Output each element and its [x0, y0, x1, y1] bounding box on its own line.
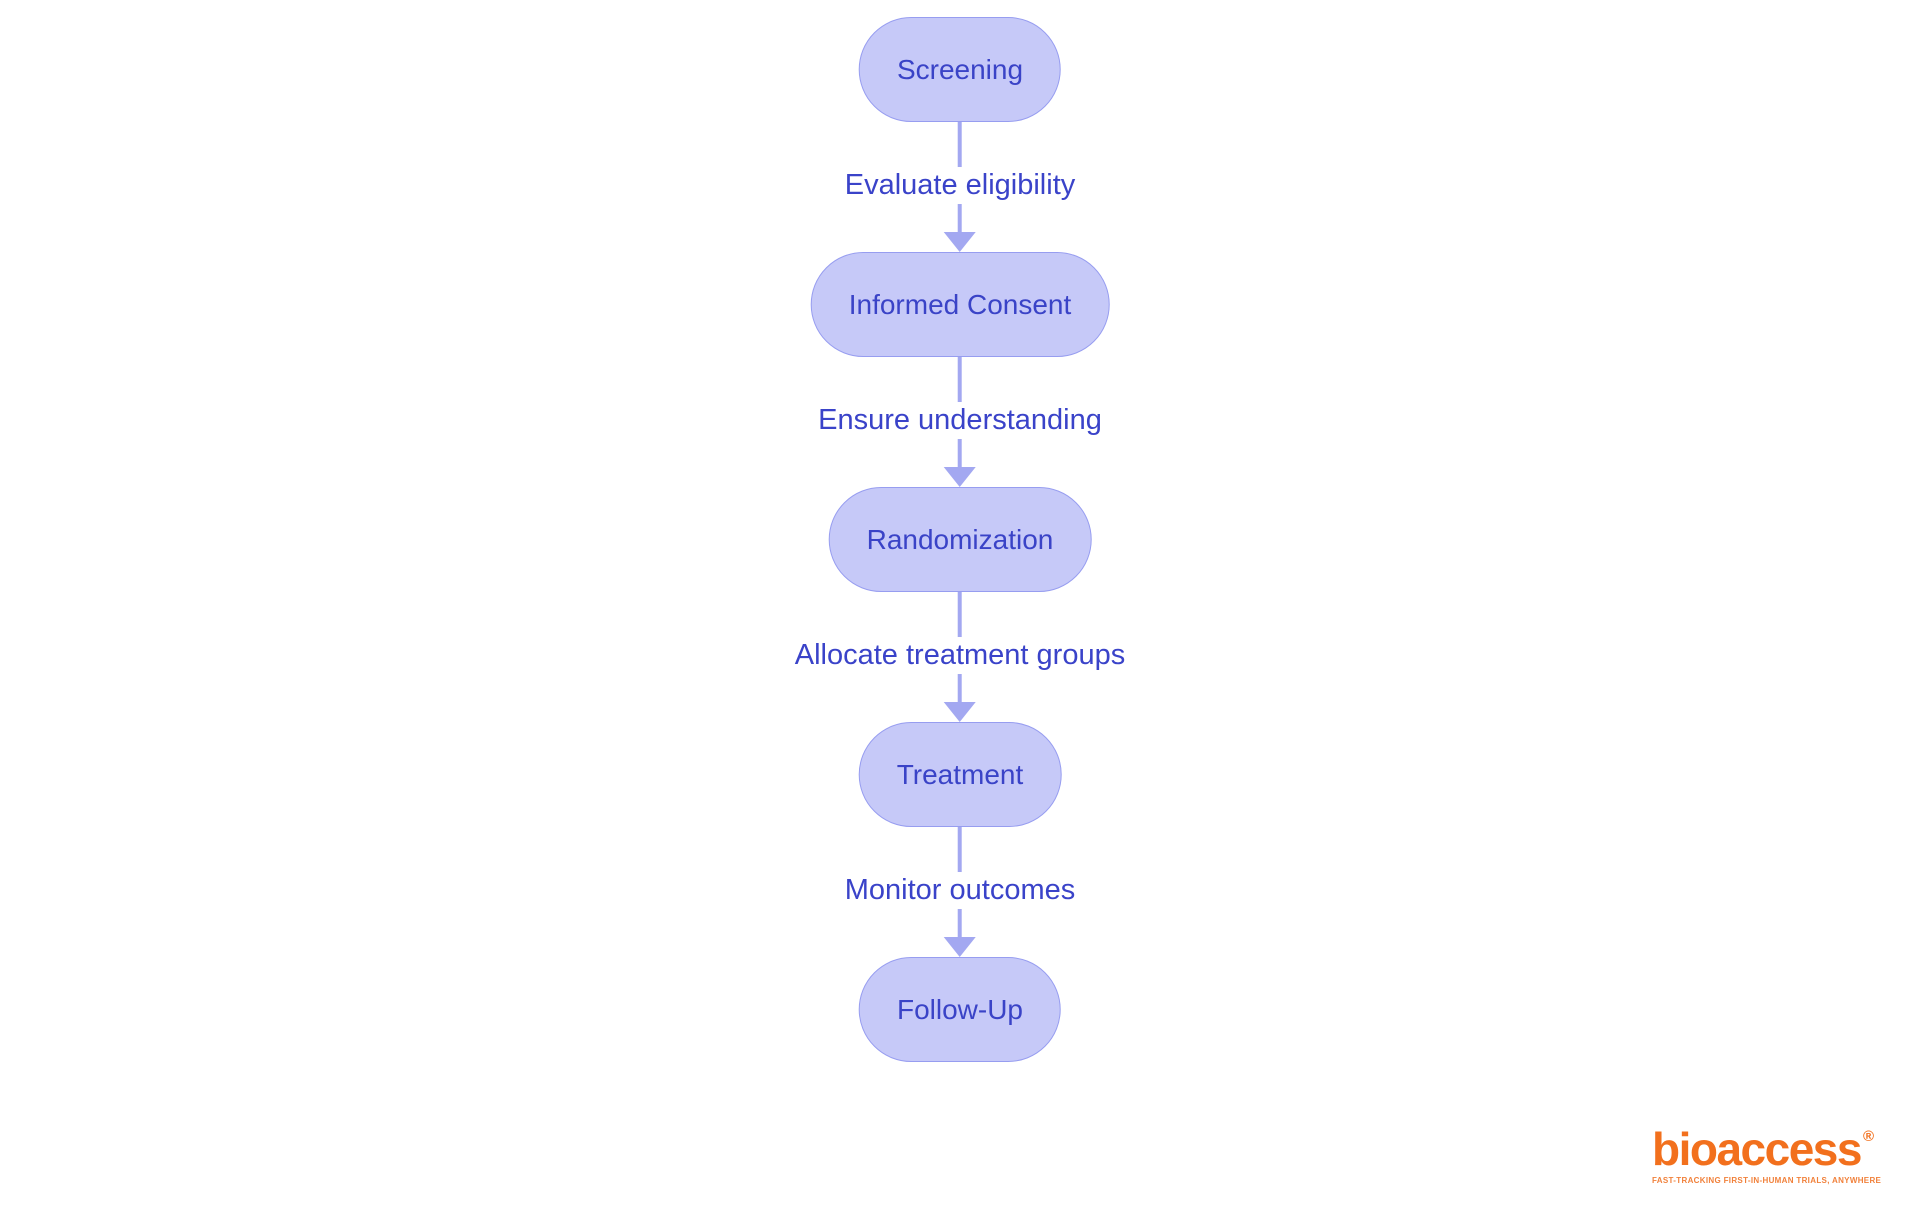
node-label: Screening — [896, 53, 1024, 85]
node-label: Treatment — [896, 758, 1024, 790]
registered-trademark-icon: ® — [1862, 1128, 1875, 1145]
node-follow-up: Follow-Up — [858, 957, 1062, 1062]
edge-label: Ensure understanding — [809, 402, 1111, 440]
arrowhead-icon — [943, 702, 976, 722]
logo-tagline: FAST-TRACKING FIRST-IN-HUMAN TRIALS, ANY… — [1652, 1176, 1882, 1185]
edge-label: Allocate treatment groups — [785, 637, 1135, 675]
node-informed-consent: Informed Consent — [810, 252, 1110, 357]
node-label: Randomization — [866, 523, 1054, 555]
node-label: Informed Consent — [848, 288, 1072, 320]
edge-label: Monitor outcomes — [835, 872, 1085, 910]
node-label: Follow-Up — [896, 993, 1024, 1025]
flowchart: Screening Evaluate eligibility Informed … — [785, 17, 1135, 1062]
bioaccess-wordmark: bioaccess® — [1652, 1123, 1874, 1175]
arrowhead-icon — [943, 937, 976, 957]
edge-label: Evaluate eligibility — [835, 167, 1085, 205]
edge-treatment-follow-up: Monitor outcomes — [835, 827, 1085, 957]
arrowhead-icon — [943, 467, 976, 487]
node-screening: Screening — [858, 17, 1062, 122]
bioaccess-logo: bioaccess® FAST-TRACKING FIRST-IN-HUMAN … — [1652, 1123, 1882, 1185]
edge-informed-consent-randomization: Ensure understanding — [809, 357, 1111, 487]
node-randomization: Randomization — [828, 487, 1092, 592]
brand-text: bioaccess — [1652, 1123, 1862, 1175]
edge-screening-informed-consent: Evaluate eligibility — [835, 122, 1085, 252]
edge-randomization-treatment: Allocate treatment groups — [785, 592, 1135, 722]
node-treatment: Treatment — [858, 722, 1062, 827]
arrowhead-icon — [943, 232, 976, 252]
